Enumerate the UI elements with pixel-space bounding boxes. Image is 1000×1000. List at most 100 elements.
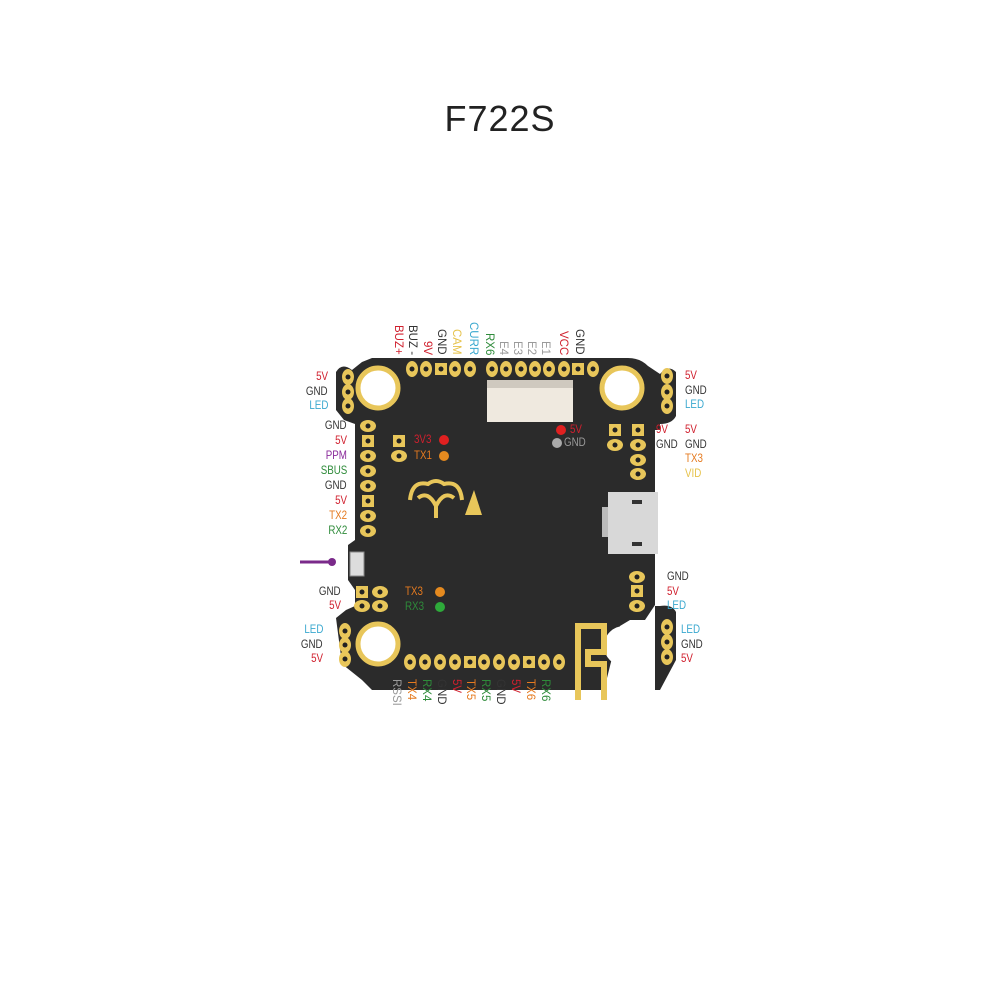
solder-pad	[543, 361, 555, 377]
solder-pad	[360, 465, 376, 477]
solder-pad	[493, 654, 505, 670]
pin-label: RX6	[483, 332, 495, 355]
pin-label: RX5	[479, 679, 491, 702]
solder-pad	[631, 585, 643, 597]
solder-pad	[464, 361, 476, 377]
pin-label: CAM	[450, 329, 462, 355]
solder-pad	[342, 369, 354, 385]
pin-label: GND	[656, 438, 678, 451]
pin-label: GND	[319, 586, 341, 598]
pin-label: E2	[525, 340, 537, 355]
solder-pad	[478, 654, 490, 670]
pin-label: LED	[308, 400, 328, 412]
pin-label: TX5	[464, 679, 476, 701]
solder-pad	[630, 439, 646, 451]
solder-pad	[500, 361, 512, 377]
pin-label: GND	[301, 638, 323, 651]
pin-label: LED	[681, 624, 701, 636]
solder-pad	[558, 361, 570, 377]
snake-logo	[408, 479, 464, 518]
pin-label: SBUS	[320, 465, 347, 477]
led-rx3	[435, 602, 445, 612]
pin-label: GND	[325, 480, 347, 492]
solder-pad	[661, 398, 673, 414]
pin-label: RX2	[327, 525, 347, 537]
solder-pad	[354, 600, 370, 612]
pin-label: VID	[685, 467, 702, 480]
solder-pad	[661, 384, 673, 400]
solder-pad	[661, 649, 673, 665]
pin-label: TX3	[685, 453, 703, 465]
solder-pad	[609, 424, 621, 436]
pin-label: LED	[667, 600, 687, 612]
solder-pad	[360, 450, 376, 462]
solder-pad	[486, 361, 498, 377]
triangle-marker	[465, 490, 482, 515]
pin-label: GND	[435, 679, 447, 705]
solder-pad	[632, 424, 644, 436]
pin-label: 5V	[450, 679, 462, 694]
pin-label: TX1	[414, 450, 432, 462]
solder-pad	[529, 361, 541, 377]
solder-pad	[406, 361, 418, 377]
solder-pad	[508, 654, 520, 670]
antenna-trace	[575, 623, 607, 700]
solder-pad	[630, 454, 646, 466]
solder-pad	[572, 363, 584, 375]
pin-label: 9V	[421, 340, 433, 355]
solder-pad	[372, 586, 388, 598]
solder-pad	[449, 654, 461, 670]
pin-label: RX3	[405, 601, 425, 613]
pin-label: 5V	[685, 424, 697, 436]
solder-pad	[661, 634, 673, 650]
pin-label: GND	[685, 438, 707, 451]
pin-label: 5V	[335, 495, 347, 507]
solder-pad	[449, 361, 461, 377]
led-tx3	[435, 587, 445, 597]
solder-pad	[362, 435, 374, 447]
pin-label: GND	[681, 638, 703, 651]
solder-pad	[372, 600, 388, 612]
pin-label: 5V	[329, 600, 341, 612]
solder-pad	[523, 656, 535, 668]
solder-pad	[607, 439, 623, 451]
mount-hole-top-left	[355, 365, 401, 411]
pin-label: 5V	[681, 653, 693, 665]
solder-pad	[404, 654, 416, 670]
mount-hole-bottom-right	[604, 626, 644, 666]
pin-label: 5V	[570, 424, 582, 436]
pin-label: 5V	[335, 435, 347, 447]
mount-hole-bottom-left	[355, 621, 401, 667]
pin-label: 9V	[656, 424, 668, 436]
pin-label: TX6	[524, 679, 536, 701]
solder-pad	[553, 654, 565, 670]
pin-label: TX3	[405, 586, 423, 598]
solder-pad	[339, 637, 351, 653]
solder-pad	[629, 600, 645, 612]
solder-pad	[339, 623, 351, 639]
pin-label: E4	[497, 340, 509, 355]
pin-label: GND	[564, 437, 586, 449]
pin-label: GND	[435, 329, 447, 355]
solder-pad	[342, 398, 354, 414]
solder-pad	[434, 654, 446, 670]
led-3v3	[439, 435, 449, 445]
led-5v	[556, 425, 566, 435]
solder-pad	[391, 450, 407, 462]
pin-label: GND	[573, 329, 585, 355]
solder-pad	[420, 361, 432, 377]
pin-label: TX2	[329, 510, 347, 522]
solder-pad	[464, 656, 476, 668]
pin-label: 5V	[685, 370, 697, 382]
solder-pad	[419, 654, 431, 670]
solder-pad	[435, 363, 447, 375]
solder-pad	[587, 361, 599, 377]
solder-pad	[342, 384, 354, 400]
led-gnd	[552, 438, 562, 448]
solder-pad	[515, 361, 527, 377]
pin-label: 5V	[311, 653, 323, 665]
pin-label: 3V3	[414, 434, 432, 446]
boot-button[interactable]	[349, 551, 365, 577]
solder-pad	[360, 420, 376, 432]
